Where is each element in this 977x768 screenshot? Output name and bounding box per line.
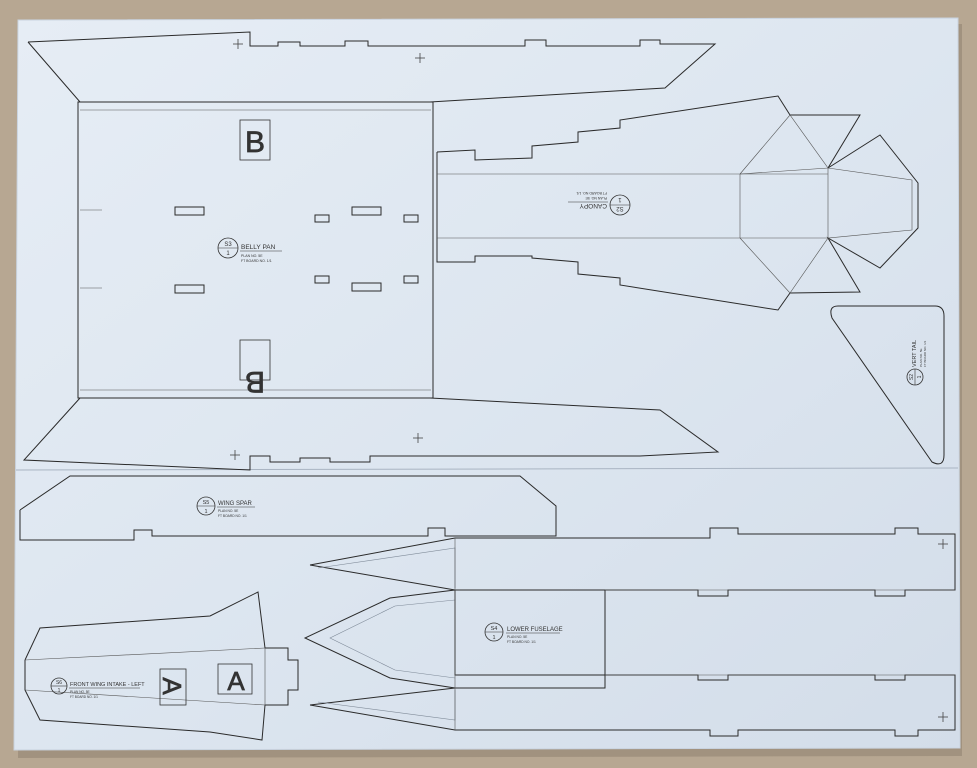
- letter-a: A: [217, 663, 253, 696]
- belly-pan-part: B B S3 1 BELLY PAN PLAN NO. 5E FT BOARD …: [22, 31, 720, 471]
- canopy-label: S2 1 CANOPY PLAN NO. 5E FT BOARD NO. 1/1: [568, 191, 631, 216]
- svg-text:A: A: [157, 677, 187, 695]
- svg-text:LOWER FUSELAGE: LOWER FUSELAGE: [507, 627, 563, 633]
- svg-text:B: B: [245, 126, 265, 159]
- svg-text:PLAN NO. 5E: PLAN NO. 5E: [585, 196, 607, 200]
- svg-text:S2: S2: [909, 374, 915, 380]
- svg-text:PLAN NO. 5E: PLAN NO. 5E: [507, 635, 528, 639]
- svg-text:CANOPY: CANOPY: [579, 202, 607, 209]
- svg-text:VERT TAIL: VERT TAIL: [912, 340, 918, 367]
- svg-text:FT BOARD NO. 1/1: FT BOARD NO. 1/1: [923, 340, 927, 367]
- svg-text:PLAN NO. 5E: PLAN NO. 5E: [218, 509, 239, 513]
- canopy-part: S2 1 CANOPY PLAN NO. 5E FT BOARD NO. 1/1: [436, 95, 919, 311]
- svg-text:1: 1: [204, 509, 207, 515]
- svg-text:PLAN NO. 5E: PLAN NO. 5E: [241, 254, 263, 258]
- svg-text:1: 1: [618, 196, 622, 202]
- lower-fuselage-label: S4 1 LOWER FUSELAGE PLAN NO. 5E FT BOARD…: [484, 622, 563, 644]
- svg-text:FRONT WING INTAKE - LEFT: FRONT WING INTAKE - LEFT: [70, 682, 145, 688]
- letter-b-top: B: [239, 119, 271, 161]
- svg-text:S5: S5: [203, 500, 210, 506]
- intake-label: S6 1 FRONT WING INTAKE - LEFT PLAN NO. 5…: [50, 677, 145, 699]
- svg-text:1: 1: [226, 251, 230, 257]
- svg-text:WING SPAR: WING SPAR: [218, 501, 253, 507]
- svg-text:S6: S6: [56, 680, 62, 686]
- svg-text:FT BOARD NO. 1/1: FT BOARD NO. 1/1: [70, 695, 98, 699]
- svg-text:B: B: [245, 365, 265, 398]
- board-seam: [15, 467, 959, 471]
- letter-b-bottom: B: [239, 339, 271, 398]
- svg-text:PLAN NO. 5E: PLAN NO. 5E: [70, 690, 90, 694]
- svg-text:S2: S2: [616, 205, 624, 211]
- intake-part: A A S6 1 FRONT WING INTAKE - LEFT PLAN N…: [24, 591, 299, 741]
- wing-spar-part: S5 1 WING SPAR PLAN NO. 5E FT BOARD NO. …: [19, 475, 557, 541]
- vertical-tail-part: S2 1 VERT TAIL PLAN NO. 5E FT BOARD NO. …: [830, 305, 945, 465]
- svg-text:1: 1: [58, 688, 61, 694]
- svg-text:S4: S4: [491, 626, 498, 632]
- svg-text:A: A: [227, 666, 245, 696]
- svg-text:FT BOARD NO. 1/1: FT BOARD NO. 1/1: [576, 191, 607, 195]
- svg-text:S3: S3: [224, 242, 232, 248]
- svg-text:BELLY PAN: BELLY PAN: [241, 244, 276, 251]
- svg-text:1: 1: [917, 375, 923, 378]
- wing-spar-label: S5 1 WING SPAR PLAN NO. 5E FT BOARD NO. …: [196, 496, 255, 518]
- svg-text:1: 1: [492, 635, 495, 641]
- svg-text:FT BOARD NO. 1/1: FT BOARD NO. 1/1: [507, 640, 536, 644]
- letter-a-rotated: A: [157, 668, 187, 706]
- belly-pan-label: S3 1 BELLY PAN PLAN NO. 5E FT BOARD NO. …: [217, 237, 282, 263]
- svg-text:PLAN NO. 5E: PLAN NO. 5E: [919, 348, 923, 367]
- svg-text:FT BOARD NO. 1/1: FT BOARD NO. 1/1: [218, 514, 247, 518]
- lower-fuselage-part: S4 1 LOWER FUSELAGE PLAN NO. 5E FT BOARD…: [303, 527, 956, 737]
- tail-label: S2 1 VERT TAIL PLAN NO. 5E FT BOARD NO. …: [906, 340, 927, 386]
- svg-text:FT BOARD NO. 1/1: FT BOARD NO. 1/1: [241, 259, 272, 263]
- foam-board: [13, 17, 961, 751]
